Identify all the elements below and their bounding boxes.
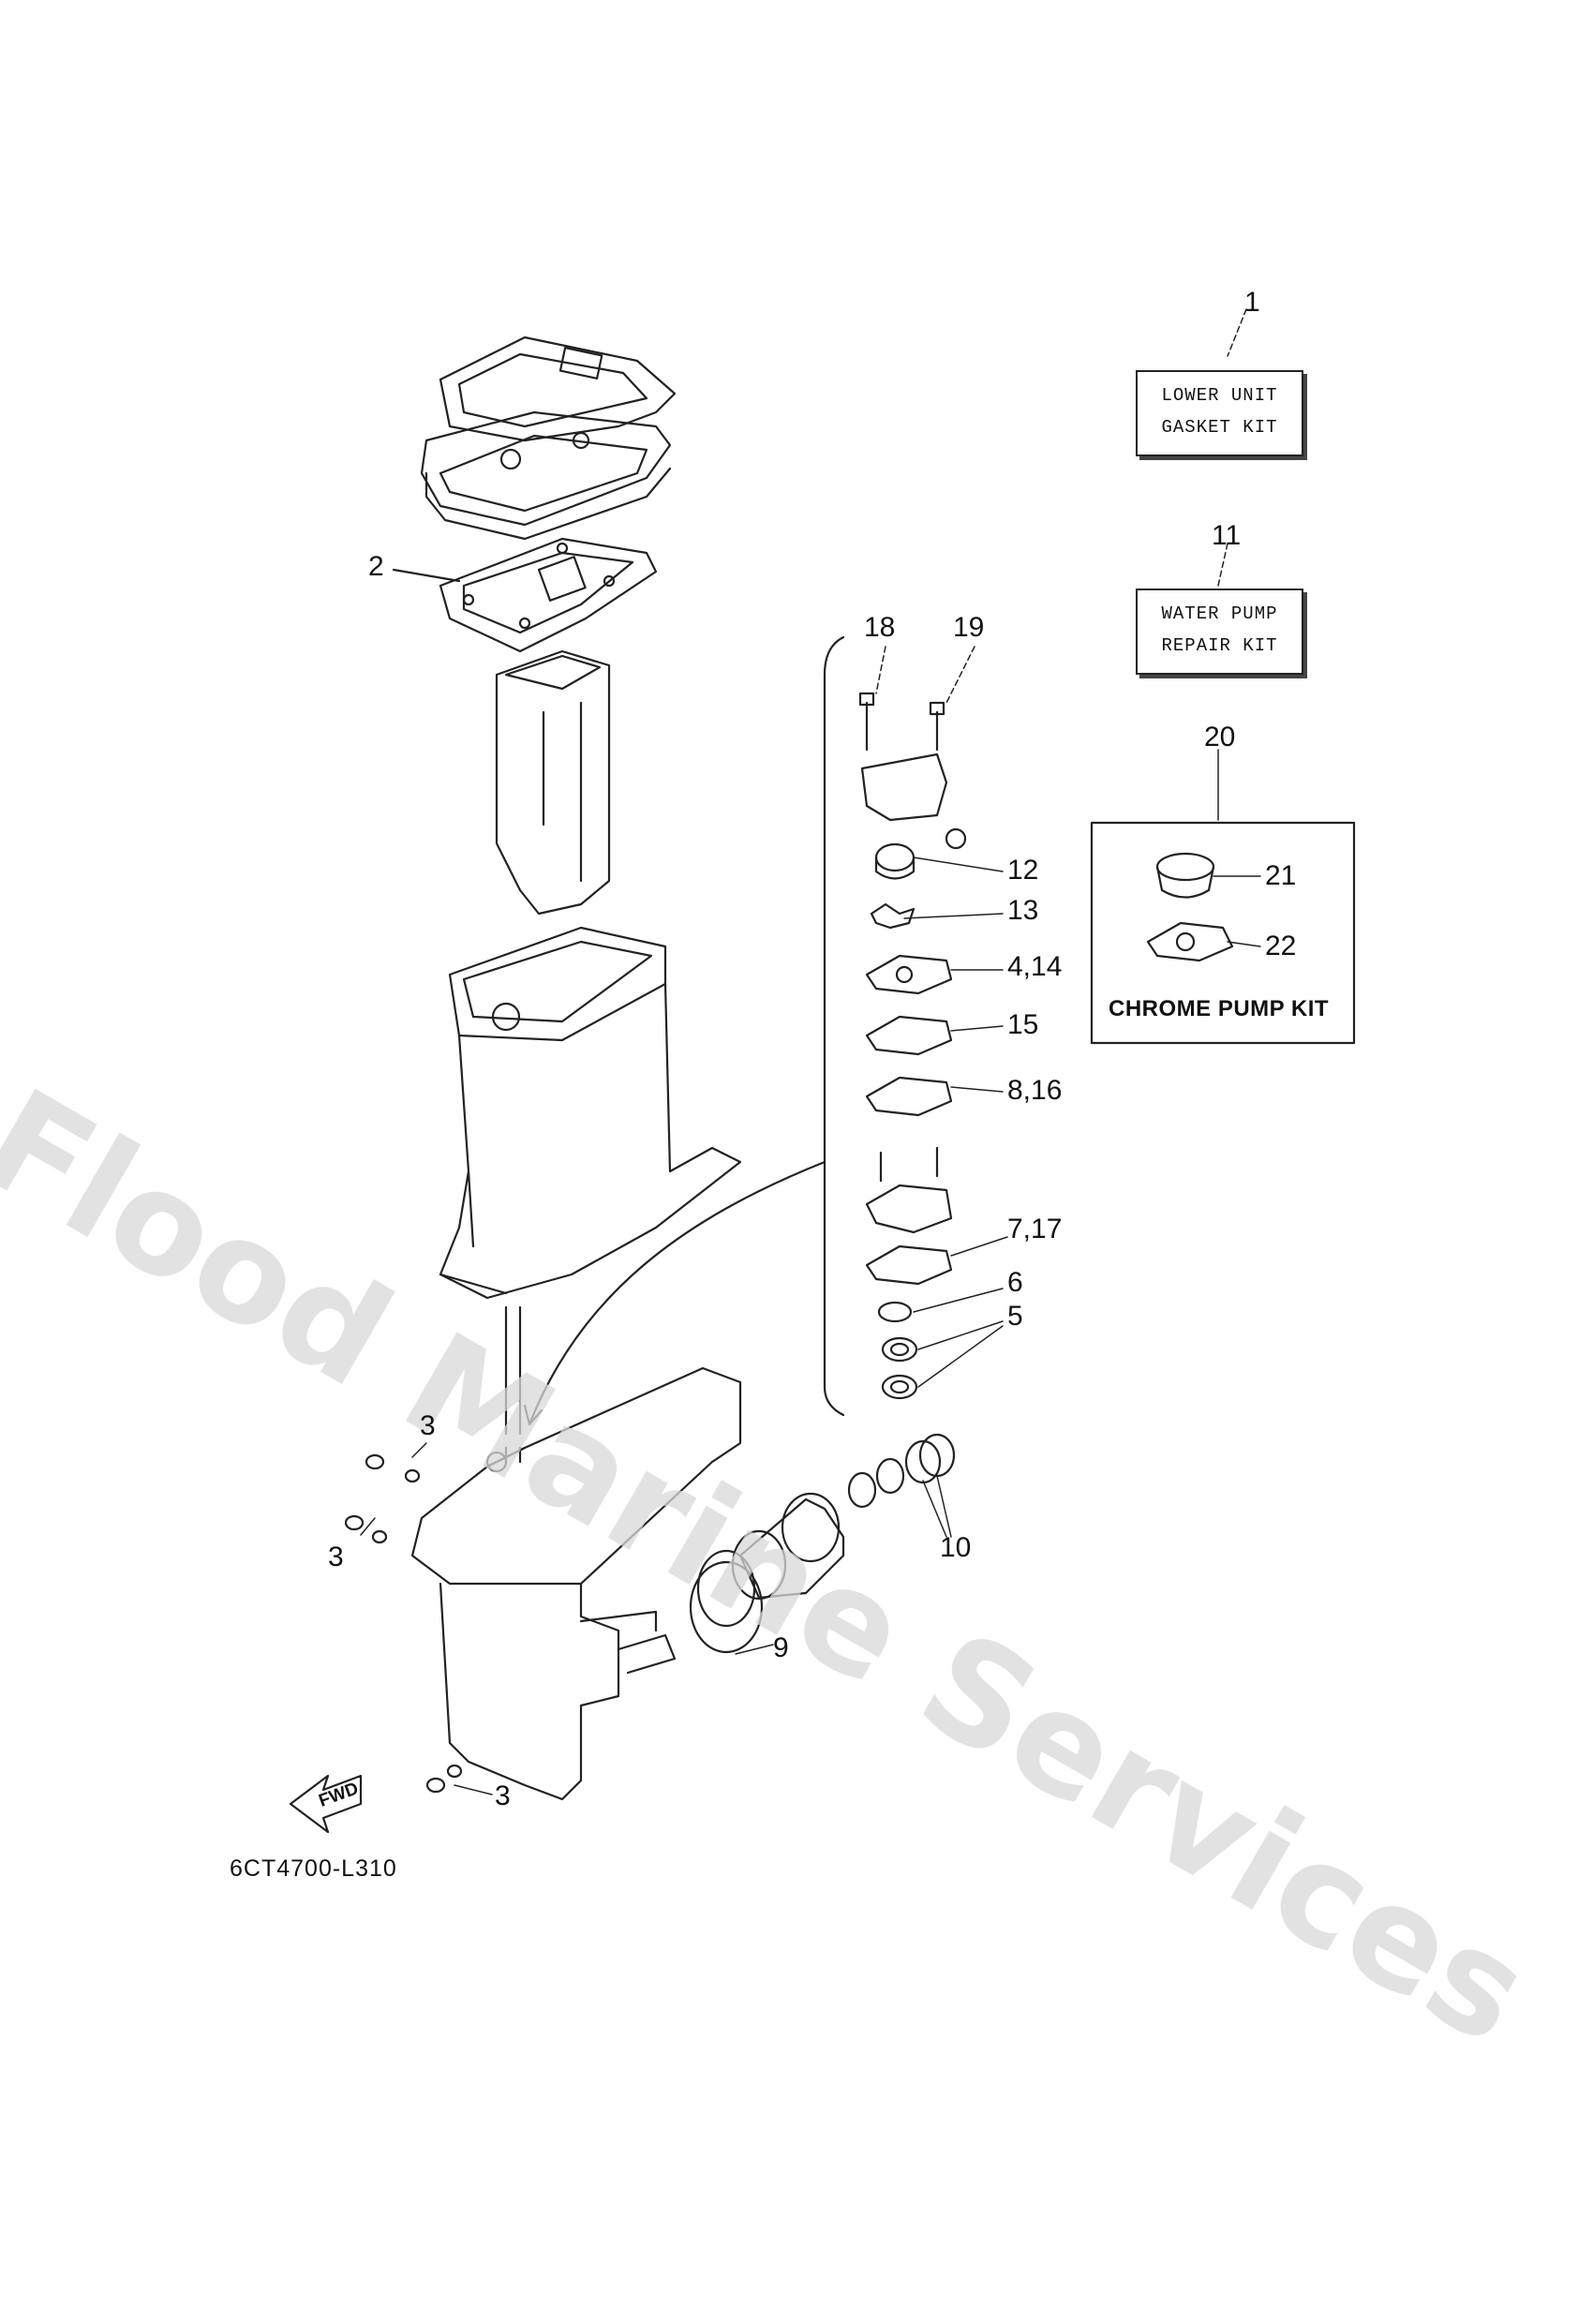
lower-gearcase [410,1366,742,1801]
callout-3-lower: 3 [495,1780,511,1811]
callout-21: 21 [1265,860,1297,891]
chrome-pump-kit-frame [1090,821,1356,1045]
diagram-part-number: 6CT4700-L310 [230,1855,397,1882]
callout-20: 20 [1204,722,1236,752]
o-ring-9 [689,1560,764,1654]
screws-3 [344,1453,463,1794]
lower-unit-gasket-kit-box: LOWER UNIT GASKET KIT [1136,370,1303,456]
callout-19: 19 [953,612,985,643]
callout-1: 1 [1244,287,1260,318]
fwd-arrow-icon [289,1774,363,1834]
callout-2: 2 [368,551,384,582]
callout-7-17: 7,17 [1007,1214,1063,1244]
upper-housing [439,926,742,1436]
chrome-pump-kit-label: CHROME PUMP KIT [1109,996,1330,1021]
gasket-2 [392,537,658,653]
callout-15: 15 [1007,1009,1039,1040]
callout-10: 10 [940,1532,972,1563]
callout-5: 5 [1007,1301,1023,1332]
callout-22: 22 [1265,931,1297,961]
callout-3-upper: 3 [420,1410,436,1441]
prop-shaft-components [696,1433,956,1628]
leader-lines [360,308,1261,1795]
callout-8-16: 8,16 [1007,1075,1063,1106]
assembly-arrow-head [523,1404,543,1426]
callout-4-14: 4,14 [1007,951,1063,982]
callout-13: 13 [1007,895,1039,926]
water-pump-repair-kit-box: WATER PUMP REPAIR KIT [1136,588,1303,675]
assembly-arrow [528,1160,826,1426]
upper-gasket-plate [420,335,677,541]
pump-group-bracket [823,635,845,1417]
callout-12: 12 [1007,855,1039,886]
upper-casing [495,649,611,916]
water-pump-kit-line2: REPAIR KIT [1161,635,1278,656]
callout-11: 11 [1212,520,1242,551]
water-pump-kit-line1: WATER PUMP [1161,603,1278,624]
callout-3-left: 3 [328,1542,344,1572]
callout-18: 18 [864,612,896,643]
callout-6: 6 [1007,1267,1023,1298]
water-pump-parts [858,692,967,1400]
lower-unit-kit-line2: GASKET KIT [1161,417,1278,438]
callout-9: 9 [773,1632,789,1663]
lower-unit-kit-line1: LOWER UNIT [1161,385,1278,406]
chrome-kit-parts [1146,852,1234,962]
